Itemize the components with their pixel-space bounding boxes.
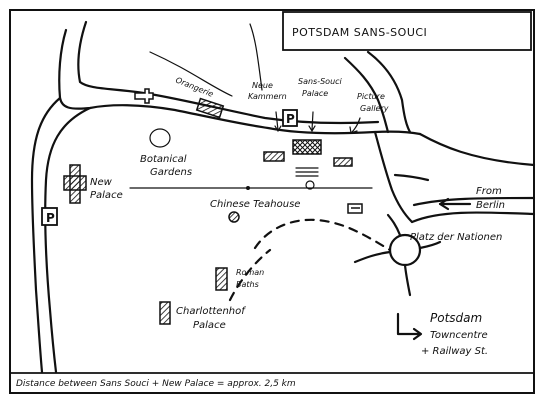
label-sans-souci-2: Palace: [302, 89, 328, 98]
label-from-berlin-2: Berlin: [476, 200, 505, 211]
label-roman-2: Baths: [236, 280, 259, 289]
potsdam-arrow: [396, 312, 423, 341]
label-picture-2: Gallery: [360, 104, 389, 113]
north-road-east: [343, 56, 390, 134]
chinese-teahouse-marker: [228, 211, 240, 223]
church-icon: [134, 88, 154, 104]
parking-label-sanssouci: P: [286, 112, 295, 126]
east-road-2: [418, 132, 536, 167]
map-title: POTSDAM SANS-SOUCI: [292, 26, 427, 39]
parking-box-newpalace: [41, 207, 58, 226]
botanical-pond: [149, 128, 171, 148]
west-boundary-inner: [44, 106, 92, 374]
label-charlottenhof-1: Charlottenhof: [176, 306, 246, 317]
label-new-palace-2: Palace: [90, 190, 123, 201]
label-botanical-2: Gardens: [150, 167, 192, 178]
roman-baths-building: [215, 267, 228, 291]
north-road: [149, 51, 233, 97]
north-road-2: [249, 23, 263, 91]
east-road-1: [373, 130, 414, 224]
avenue-fountain: [305, 180, 315, 190]
park-boundary-outer: [77, 20, 380, 125]
platz-spoke-s: [403, 263, 412, 297]
east-road-4: [412, 196, 536, 207]
orangerie-building: [195, 97, 225, 119]
parking-label-newpalace: P: [46, 211, 55, 225]
label-orangerie: Orangerie: [174, 76, 215, 99]
from-berlin-arrow: [438, 197, 472, 211]
distance-note: Distance between Sans Souci + New Palace…: [16, 379, 296, 389]
neue-kammern-building: [263, 151, 285, 162]
north-road-east-2: [366, 50, 412, 134]
platz-spoke-w: [353, 250, 392, 264]
neue-kammern-arrow: [274, 111, 282, 133]
dashed-road: [253, 218, 392, 252]
label-roman-1: Roman: [236, 268, 264, 277]
label-botanical-1: Botanical: [140, 154, 187, 165]
sans-souci-arrow: [308, 111, 316, 133]
map-frame: [9, 9, 535, 394]
east-road-5: [393, 173, 430, 182]
label-charlottenhof-2: Palace: [193, 320, 226, 331]
label-picture-1: Picture: [357, 92, 385, 101]
picture-gallery-arrow: [349, 117, 361, 134]
title-box: [282, 11, 532, 51]
platz-spoke-n: [386, 213, 402, 237]
label-potsdam-1: Potsdam: [430, 311, 482, 325]
sans-souci-palace-building: [292, 139, 322, 155]
dashed-road-2: [228, 248, 272, 302]
charlottenhof-building: [159, 301, 171, 325]
label-new-palace-1: New: [90, 177, 113, 188]
label-potsdam-3: + Railway St.: [421, 346, 488, 357]
platz-spoke-e: [418, 240, 442, 250]
east-road-3: [410, 211, 536, 224]
west-boundary: [30, 96, 62, 374]
label-from-berlin-1: From: [476, 186, 502, 197]
label-sans-souci-1: Sans-Souci: [298, 77, 343, 86]
picture-gallery-building: [333, 157, 353, 167]
avenue-node: [246, 186, 250, 190]
label-potsdam-2: Towncentre: [430, 330, 488, 341]
parking-box-sanssouci: [282, 109, 298, 127]
label-neue-kammern-2: Kammern: [248, 92, 287, 101]
label-platz: Platz der Nationen: [410, 232, 502, 243]
label-chinese-teahouse: Chinese Teahouse: [210, 199, 300, 210]
label-neue-kammern-1: Neue: [252, 81, 273, 90]
new-palace-wing: [63, 175, 87, 191]
